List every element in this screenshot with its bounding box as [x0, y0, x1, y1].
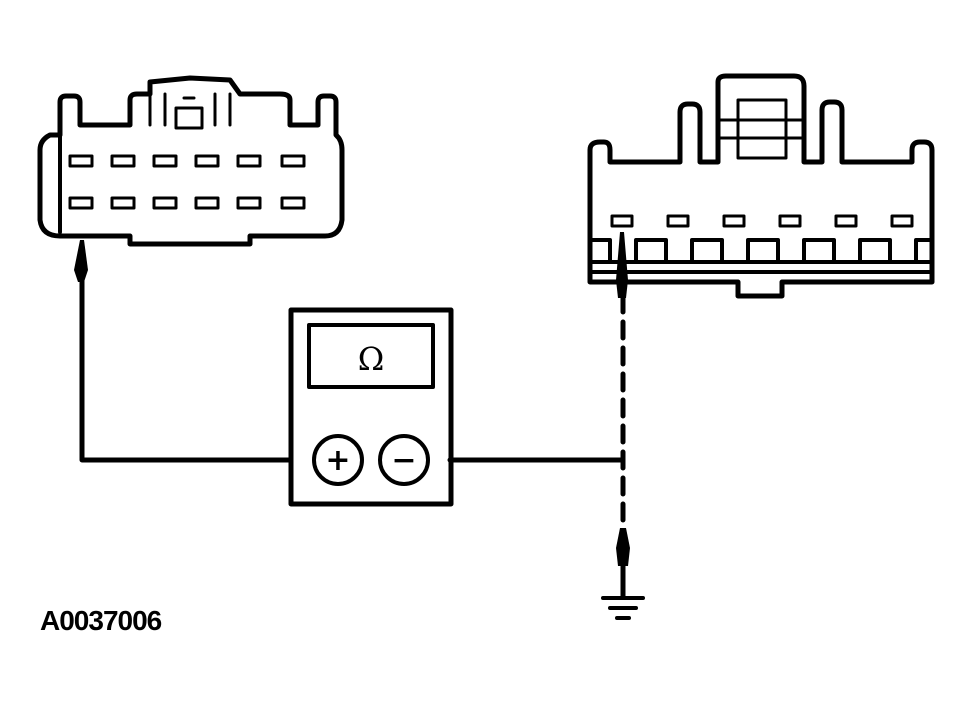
left-connector-latch	[174, 106, 204, 130]
pin-cavity	[280, 154, 306, 168]
pin-cavity	[610, 214, 634, 228]
ground-probe	[616, 528, 630, 566]
right-connector-body	[587, 73, 935, 299]
positive-probe	[74, 240, 88, 282]
figure-id: A0037006	[40, 605, 162, 636]
meter-body	[288, 307, 454, 507]
right-connector-latch	[736, 98, 788, 160]
left-connector	[37, 75, 345, 247]
probe-tip	[74, 240, 88, 282]
left-connector-latch-lines	[148, 92, 232, 127]
pin-cavity	[666, 214, 690, 228]
negative-terminal-label: −	[391, 443, 416, 478]
ohm-symbol: Ω	[358, 340, 385, 378]
pin-cavity	[834, 214, 858, 228]
pin-cavity	[152, 196, 178, 210]
positive-terminal-label: +	[325, 443, 350, 478]
pin-cavity	[68, 196, 94, 210]
pin-cavity	[152, 154, 178, 168]
probe-tip	[616, 232, 628, 298]
pin-cavity	[236, 154, 262, 168]
right-connector	[587, 73, 935, 299]
pin-cavity	[722, 214, 746, 228]
right-connector-terminal-slots	[590, 238, 932, 264]
left-connector-pins	[68, 154, 306, 210]
positive-terminal	[312, 434, 364, 486]
meter-display	[307, 323, 435, 389]
pin-cavity	[890, 214, 914, 228]
pin-cavity	[68, 154, 94, 168]
ground-symbol	[601, 596, 645, 620]
ohmmeter: Ω + −	[288, 307, 454, 507]
pin-cavity	[280, 196, 306, 210]
probe-tip	[616, 528, 630, 566]
pin-cavity	[110, 196, 136, 210]
right-connector-base-lines	[590, 260, 932, 274]
right-pin-probe	[616, 232, 628, 298]
positive-test-lead	[79, 277, 293, 463]
pin-cavity	[236, 196, 262, 210]
left-connector-body	[37, 75, 345, 247]
right-connector-pins	[610, 214, 914, 228]
pin-cavity	[778, 214, 802, 228]
pin-cavity	[110, 154, 136, 168]
pin-cavity	[194, 154, 220, 168]
right-connector-latch-lines	[718, 118, 804, 140]
negative-terminal	[378, 434, 430, 486]
pin-cavity	[194, 196, 220, 210]
